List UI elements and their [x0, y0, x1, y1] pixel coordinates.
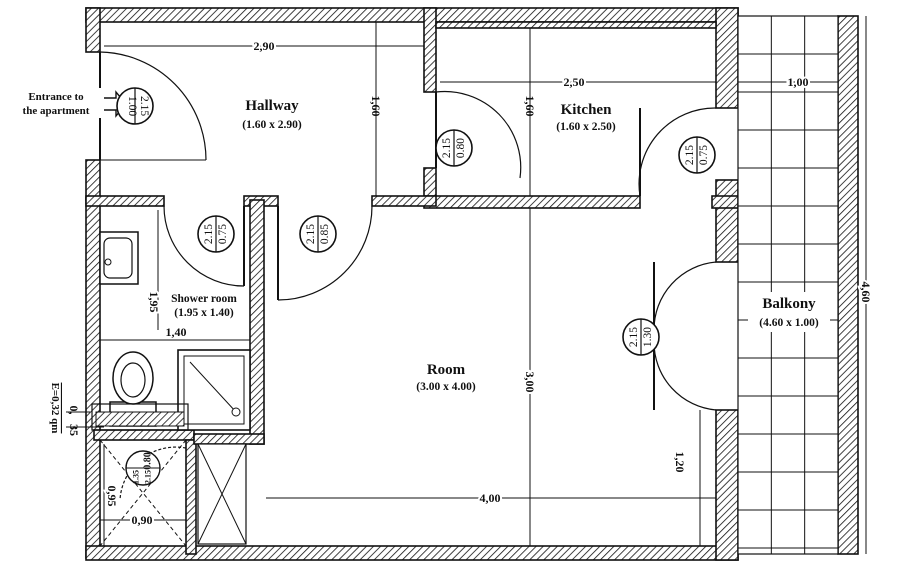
sink-basin [103, 237, 133, 279]
door-badges: 1.00 2.15 0.80 2.15 0.75 2.15 0.75 2.15 … [116, 87, 716, 486]
entrance-label: Entrance to the apartment [12, 88, 102, 118]
room-name-kitchen: Kitchen [561, 102, 612, 118]
room-name-hallway: Hallway [245, 98, 299, 114]
door-shower-height: 2.15 [203, 224, 215, 244]
dim-room-window: 1,20 [673, 452, 687, 473]
doors [99, 51, 717, 501]
wall-kitchen-bottom-right [711, 195, 739, 209]
room-dims-room: (3.00 x 4.00) [416, 381, 476, 393]
dim-room-height: 3,00 [523, 372, 537, 393]
dimension-lines [66, 16, 867, 554]
wall-bottom [85, 545, 739, 561]
door-badge-shower: 0.75 2.15 [197, 215, 235, 253]
wall-left-upper [85, 7, 101, 53]
sink-drain [104, 258, 112, 266]
door-badge-room-balcony: 1.30 2.15 [622, 318, 660, 356]
dim-hallway-width: 2,90 [254, 39, 275, 53]
balcony-tiles [738, 16, 838, 554]
dim-shower-height: 1,95 [147, 292, 161, 313]
dimension-texts: 2,90 1,60 2,50 1,60 1,00 4,60 1,95 1,40 … [49, 37, 875, 529]
room-name-room: Room [427, 362, 466, 378]
dim-meter-top: 0, [67, 406, 81, 415]
room-name-shower: Shower room [171, 293, 237, 305]
door-entrance-width: 1.00 [126, 96, 138, 116]
door-kitchen-balcony-height: 2.15 [684, 145, 696, 165]
door-toilet-width: 0.80 [143, 452, 154, 470]
wall-hall-kitchen [423, 7, 437, 93]
room-dims-kitchen: (1.60 x 2.50) [556, 121, 616, 133]
walls [85, 7, 739, 561]
dim-kitchen-width: 2,50 [564, 75, 585, 89]
door-shower-width: 0.75 [217, 224, 229, 244]
wall-toilet-right [185, 439, 197, 555]
door-room-width: 0.85 [319, 224, 331, 244]
door-badge-kitchen-balcony: 0.75 2.15 [678, 136, 716, 174]
wall-right-kitchen [715, 7, 739, 109]
dim-hallway-height: 1,60 [369, 96, 383, 117]
fixtures [91, 231, 251, 547]
door-badge-kitchen-hall: 0.80 2.15 [435, 129, 473, 167]
toilet-diag-1 [99, 439, 187, 547]
door-badge-room: 0.85 2.15 [299, 215, 337, 253]
door-toilet-height-b: 2.15 [144, 470, 153, 484]
wall-right-room [715, 409, 739, 561]
door-kitchen-hall-height: 2.15 [441, 138, 453, 158]
door-badge-toilet: 0.80 1.35 2.15 [125, 450, 161, 486]
wall-shower-bottom [93, 429, 195, 441]
room-labels: Hallway (1.60 x 2.90) Kitchen (1.60 x 2.… [171, 98, 819, 393]
wall-duct-top [193, 433, 265, 445]
wall-top [85, 7, 739, 23]
door-room-balcony-height: 2.15 [628, 327, 640, 347]
room-dims-hallway: (1.60 x 2.90) [242, 119, 302, 131]
toilet-seat [120, 362, 146, 398]
wall-left-lower [85, 197, 101, 559]
door-entrance-height: 2.15 [138, 96, 150, 116]
meter-box [91, 403, 189, 431]
entrance-label-line2: the apartment [23, 105, 90, 117]
room-name-balcony: Balkony [762, 296, 816, 312]
balcony-floor [737, 15, 839, 555]
dim-toilet-height: 0,95 [105, 486, 119, 507]
balcony [737, 15, 859, 555]
meter-note: E=0,32 qm [49, 383, 61, 434]
dim-toilet-width: 0,90 [132, 513, 153, 527]
dim-shower-width: 1,40 [166, 325, 187, 339]
wall-kitchen-bottom [423, 195, 641, 209]
wall-hall-bottom-right [371, 195, 437, 207]
door-toilet-height-a: 1.35 [132, 470, 141, 484]
room-dims-balcony: (4.60 x 1.00) [759, 317, 819, 329]
door-room-height: 2.15 [305, 224, 317, 244]
shower-drain [231, 407, 241, 417]
dim-room-width: 4,00 [480, 491, 501, 505]
dim-balcony-width: 1,00 [788, 75, 809, 89]
door-kitchen-hall-width: 0.80 [455, 138, 467, 158]
entrance-label-line1: Entrance to [28, 91, 84, 103]
room-dims-shower: (1.95 x 1.40) [174, 307, 234, 319]
wall-kitchen-top-inner [435, 21, 717, 29]
dim-balcony-length: 4,60 [859, 282, 873, 303]
wall-left-mid [85, 159, 101, 201]
door-badge-entrance: 1.00 2.15 [116, 87, 154, 125]
balcony-label-backdrop [748, 292, 830, 332]
dim-meter-bottom: 35 [67, 424, 81, 436]
balcony-rail [837, 15, 859, 555]
wall-right-kitchen-low [715, 179, 739, 263]
meter-box-inner [95, 411, 185, 427]
door-room-balcony-width: 1.30 [642, 327, 654, 347]
wall-shower-right [249, 199, 265, 445]
toilet-diag-2 [99, 439, 187, 547]
door-kitchen-balcony-width: 0.75 [698, 145, 710, 165]
dim-kitchen-height: 1,60 [523, 96, 537, 117]
wall-hall-bottom [85, 195, 165, 207]
